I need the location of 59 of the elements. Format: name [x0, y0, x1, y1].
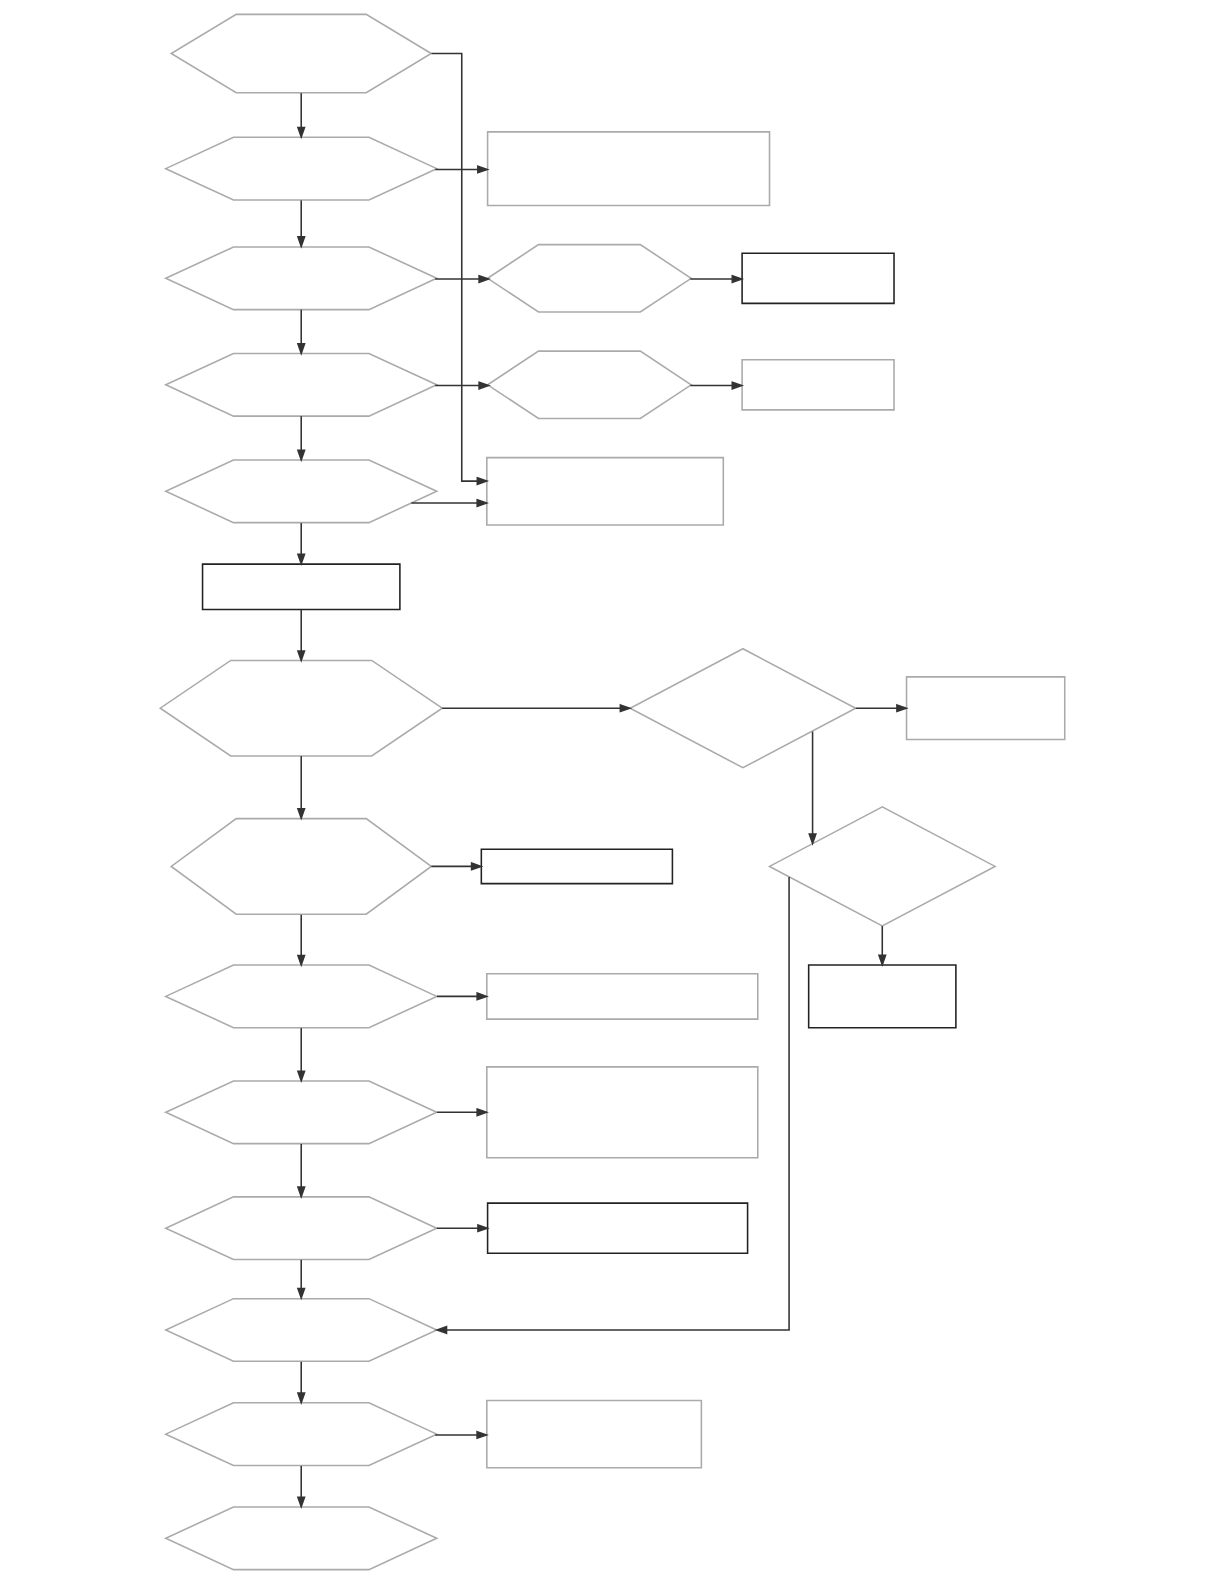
arrow [435, 992, 489, 1001]
arrow [296, 1361, 306, 1405]
node-hexagon [163, 1297, 439, 1363]
arrow [433, 274, 491, 284]
arrow [854, 703, 909, 713]
node-hexagon [163, 352, 439, 417]
node-box [485, 1066, 759, 1159]
arrow [296, 1259, 306, 1301]
node-hexagon [158, 659, 444, 757]
node-hexagon [163, 1196, 439, 1261]
node-hexagon [163, 459, 439, 524]
arrow [877, 925, 887, 968]
arrow [689, 381, 744, 390]
arrow [430, 52, 489, 486]
node-box [486, 131, 770, 207]
arrow [296, 914, 306, 968]
node-hexagon [485, 350, 693, 420]
node-box [485, 1399, 702, 1469]
node-hexagon [163, 246, 439, 311]
node-box [201, 563, 401, 611]
arrow [807, 730, 817, 846]
arrow [296, 755, 306, 821]
node-diamond [627, 647, 857, 769]
arrow [435, 1223, 490, 1233]
arrow [296, 522, 306, 566]
arrow [296, 1027, 306, 1084]
arrow [296, 92, 306, 140]
node-diamond [767, 806, 997, 927]
node-hexagon [485, 243, 693, 313]
arrow [296, 1143, 306, 1199]
node-hexagon [163, 1506, 439, 1571]
arrow [296, 199, 306, 249]
node-hexagon [163, 964, 439, 1029]
arrow [296, 1465, 306, 1510]
arrow [434, 876, 790, 1335]
node-hexagon [169, 817, 433, 915]
arrow [410, 498, 489, 508]
arrow [296, 415, 306, 463]
arrow [430, 862, 483, 871]
node-box [740, 358, 895, 411]
node-box [905, 676, 1066, 741]
node-hexagon [163, 1402, 439, 1467]
node-hexagon [169, 13, 433, 94]
node-hexagon [163, 136, 439, 201]
arrow [434, 165, 490, 174]
node-box [480, 848, 673, 885]
node-box [740, 252, 895, 305]
arrow [689, 274, 744, 284]
node-box [485, 972, 759, 1020]
node-hexagon [163, 1080, 439, 1145]
arrow [433, 381, 491, 390]
node-box [486, 1202, 748, 1255]
arrow [433, 1430, 489, 1440]
node-box [807, 964, 957, 1029]
arrow [435, 1107, 489, 1117]
arrow [296, 608, 306, 663]
arrow [440, 703, 632, 713]
arrow [296, 308, 306, 356]
node-box [485, 456, 724, 526]
